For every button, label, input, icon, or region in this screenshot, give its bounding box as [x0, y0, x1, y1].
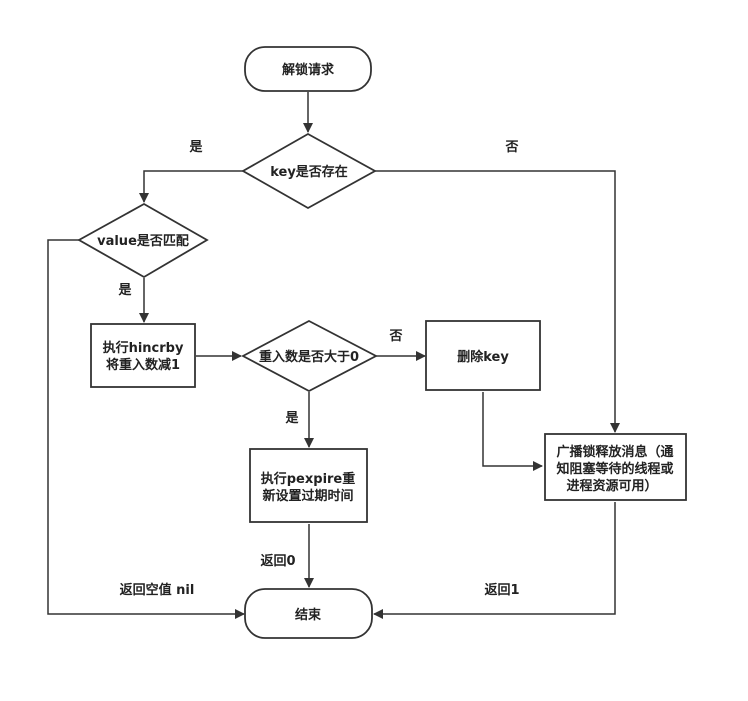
edge-key-yes-to-value-check — [139, 170, 243, 203]
edge-broadcast-to-end — [373, 502, 616, 619]
edge-label-return-nil: 返回空值 nil — [120, 582, 195, 598]
edge-label-return-0: 返回0 — [260, 554, 295, 569]
node-start: 解锁请求 — [244, 46, 372, 92]
pexpire-label-line2: 新设置过期时间 — [262, 488, 353, 504]
hincrby-label-line2: 将重入数减1 — [106, 357, 180, 373]
node-pexpire-process: 执行pexpire重 新设置过期时间 — [249, 448, 368, 523]
delete-key-label: 删除key — [457, 349, 509, 365]
node-broadcast-process: 广播锁释放消息（通 知阻塞等待的线程或 进程资源可用） — [544, 433, 687, 501]
node-key-exists-decision: key是否存在 — [241, 132, 377, 210]
reentry-label: 重入数是否大于0 — [259, 349, 359, 365]
edge-value-no-to-end — [47, 239, 245, 619]
edge-key-no-to-broadcast — [375, 170, 620, 433]
edge-label-reentry-no: 否 — [388, 329, 402, 344]
key-exists-label: key是否存在 — [270, 164, 348, 180]
node-value-match-decision: value是否匹配 — [77, 202, 209, 279]
end-label: 结束 — [295, 607, 322, 623]
node-end: 结束 — [244, 588, 373, 639]
node-delete-key-process: 删除key — [425, 320, 541, 391]
node-hincrby-process: 执行hincrby 将重入数减1 — [90, 323, 196, 388]
edge-label-return-1: 返回1 — [484, 583, 519, 598]
hincrby-label-line1: 执行hincrby — [103, 340, 184, 356]
broadcast-label-line2: 知阻塞等待的线程或 — [556, 461, 673, 477]
pexpire-label-line1: 执行pexpire重 — [261, 471, 356, 487]
start-label: 解锁请求 — [281, 62, 335, 78]
edge-label-value-yes: 是 — [117, 283, 132, 298]
edges — [47, 92, 620, 619]
value-match-label: value是否匹配 — [97, 234, 189, 249]
edge-delete-to-broadcast — [482, 392, 543, 471]
edge-label-key-yes: 是 — [188, 140, 203, 155]
broadcast-label-line1: 广播锁释放消息（通 — [556, 444, 673, 460]
edge-label-reentry-yes: 是 — [284, 411, 299, 426]
node-reentry-decision: 重入数是否大于0 — [241, 319, 378, 393]
edge-label-key-no: 否 — [504, 140, 518, 155]
broadcast-label-line3: 进程资源可用） — [566, 478, 657, 494]
